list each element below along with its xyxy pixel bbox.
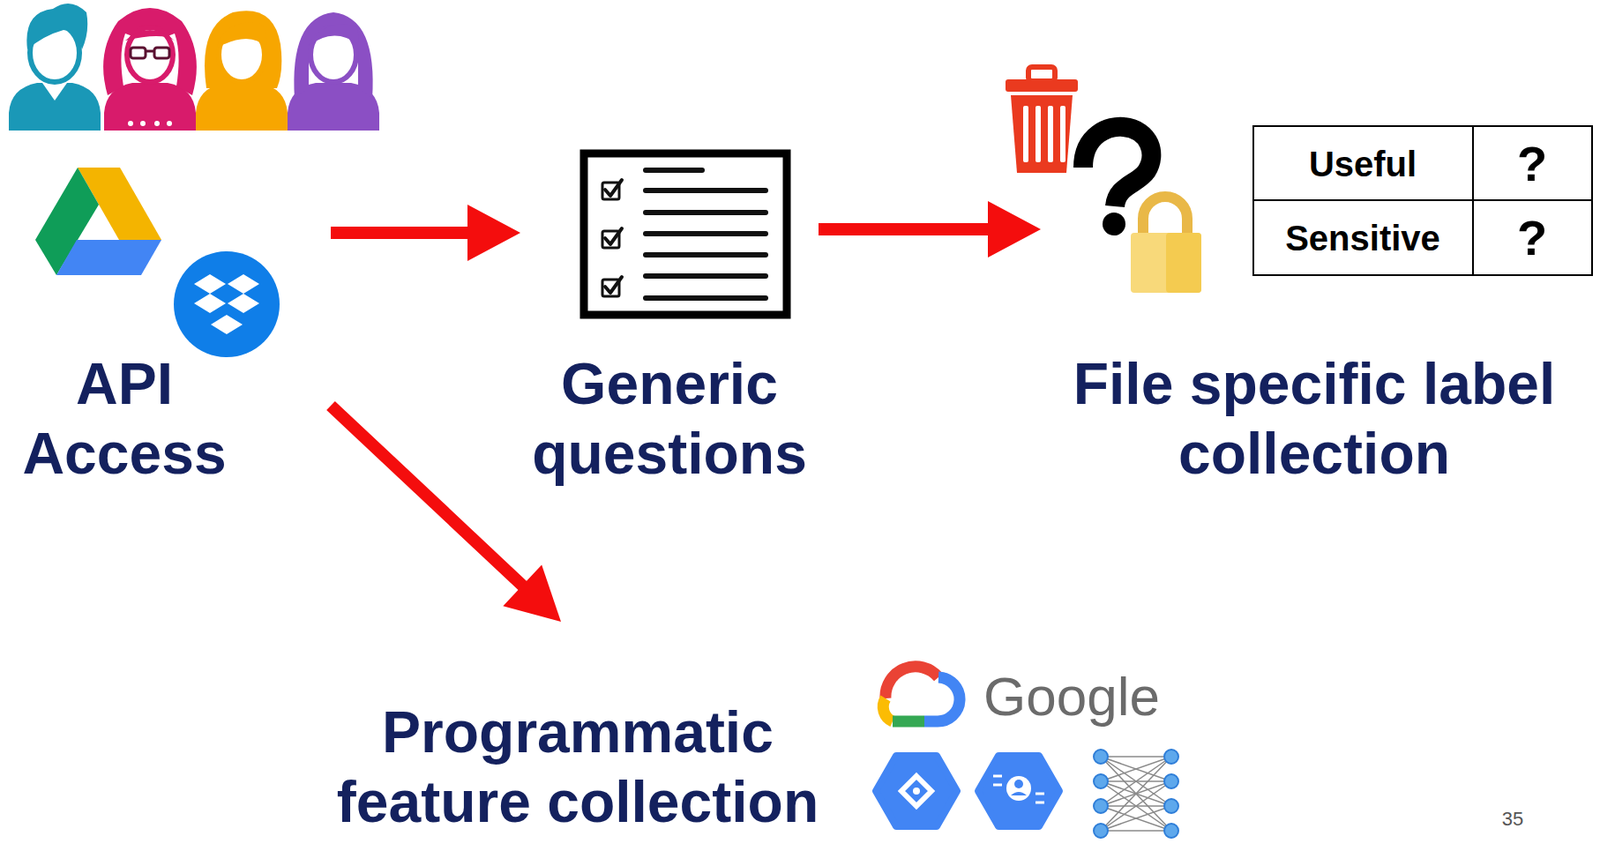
table-cell: ? [1517, 210, 1548, 266]
trash-icon [1005, 67, 1078, 173]
net-neuron [1164, 823, 1179, 838]
step-title: API Access [14, 349, 235, 489]
arrow-shaft [330, 226, 484, 240]
net-link [1100, 756, 1172, 807]
net-neuron [1164, 774, 1179, 789]
net-link [1100, 756, 1172, 831]
dropbox-logo [173, 251, 280, 358]
net-link [1100, 756, 1172, 807]
step-group: File specific label collection [1040, 132, 1588, 494]
net-neuron [1164, 749, 1179, 764]
net-link [1100, 755, 1172, 758]
arrow-shaft [818, 223, 1004, 236]
flow-arrow [330, 405, 561, 622]
step-title: Programmatic feature collection [321, 697, 834, 838]
net-neuron [1093, 774, 1108, 789]
logo-wordmark: Google [983, 666, 1160, 727]
cloud-api-icons [875, 755, 1060, 827]
net-link [1100, 756, 1172, 782]
arrow-head [467, 204, 521, 262]
net-link [1100, 756, 1172, 831]
flow-arrow [330, 204, 521, 262]
net-neuron [1093, 799, 1108, 814]
step-group: API Access [8, 132, 331, 494]
page-number: 35 [1502, 808, 1524, 830]
label-table-grid [1253, 126, 1593, 276]
table-cell: Useful [1308, 144, 1417, 184]
step-title: File specific label collection [1049, 349, 1579, 489]
net-link [1100, 756, 1172, 782]
net-neuron [1093, 749, 1108, 764]
drive-logo [35, 167, 162, 276]
step-group: Programmatic feature collection [317, 621, 838, 843]
arrow-head [502, 565, 561, 622]
neural-net-icon [1093, 749, 1179, 838]
net-link [1100, 806, 1172, 831]
net-link [1100, 781, 1172, 831]
arrow-head [987, 201, 1041, 258]
lock-icon [1130, 196, 1202, 293]
checklist-icon [583, 153, 787, 315]
google-cloud-logo [882, 666, 960, 722]
people-icons [8, 3, 380, 131]
net-neuron [1093, 823, 1108, 838]
table-cell: Sensitive [1285, 218, 1441, 258]
table-cell: ? [1517, 136, 1548, 192]
flow-arrow [818, 201, 1041, 258]
step-title: Generic questions [523, 349, 815, 489]
net-link [1100, 806, 1172, 831]
step-group: Generic questions [520, 132, 819, 494]
net-neuron [1164, 799, 1179, 814]
arrow-shaft [330, 405, 534, 597]
net-link [1100, 781, 1172, 831]
net-link [1100, 829, 1172, 832]
